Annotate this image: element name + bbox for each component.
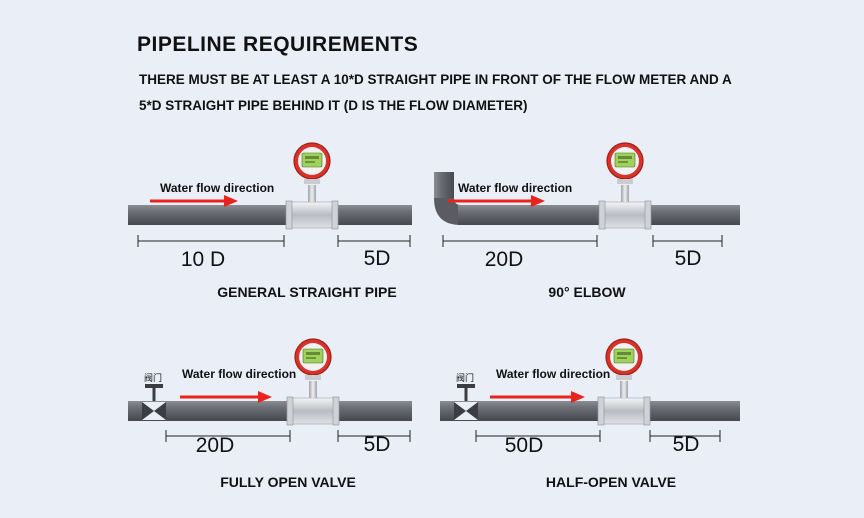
meter-neck xyxy=(304,179,320,184)
upstream-length-label: 20D xyxy=(485,248,524,271)
valve-label: 阀门 xyxy=(456,372,474,383)
caption-fully-open-valve: FULLY OPEN VALVE xyxy=(220,474,356,490)
valve-body-left xyxy=(142,402,154,420)
meter-lcd-digits xyxy=(618,156,632,159)
meter-lcd-digits xyxy=(617,352,631,355)
flow-arrow-head xyxy=(258,391,272,403)
panel-4: 阀门 Water flow direction 50D 5D xyxy=(440,338,740,457)
meter-lcd-digits xyxy=(617,357,627,359)
upstream-length-label: 50D xyxy=(505,434,544,457)
caption-general-straight-pipe: GENERAL STRAIGHT PIPE xyxy=(217,284,397,300)
meter-flange-right xyxy=(331,200,339,230)
meter-flange-right xyxy=(332,396,340,426)
downstream-length-label: 5D xyxy=(364,247,391,270)
meter-flange-right xyxy=(643,396,651,426)
valve-body-right xyxy=(466,402,478,420)
flow-direction-label: Water flow direction xyxy=(458,181,572,195)
meter-lcd xyxy=(613,348,635,364)
pipe xyxy=(128,205,412,225)
meter-body xyxy=(598,201,652,229)
meter-flange-left xyxy=(286,396,294,426)
downstream-length-label: 5D xyxy=(364,433,391,456)
meter-neck xyxy=(617,179,633,184)
pipe xyxy=(440,401,740,421)
meter-lcd-digits xyxy=(618,161,628,163)
valve-stem xyxy=(464,387,468,401)
caption-half-open-valve: HALF-OPEN VALVE xyxy=(545,474,677,490)
flow-arrow-head xyxy=(571,391,585,403)
panel-3: 阀门 Water flow direction 20D 5D xyxy=(128,338,412,457)
description-line-1: THERE MUST BE AT LEAST A 10*D STRAIGHT P… xyxy=(139,72,732,87)
flow-arrow-head xyxy=(531,195,545,207)
flow-direction-label: Water flow direction xyxy=(160,181,274,195)
meter-stem xyxy=(621,185,629,202)
flow-direction-label: Water flow direction xyxy=(182,367,296,381)
valve-handwheel xyxy=(457,384,475,388)
meter-lcd-digits xyxy=(305,156,319,159)
meter-stem xyxy=(308,185,316,202)
meter-lcd-digits xyxy=(305,161,315,163)
valve-body-left xyxy=(454,402,466,420)
page-title: PIPELINE REQUIREMENTS xyxy=(137,33,419,56)
upstream-length-label: 10 D xyxy=(181,248,225,271)
flow-direction-label: Water flow direction xyxy=(496,367,610,381)
meter-flange-left xyxy=(285,200,293,230)
panel-2: Water flow direction 20D 5D xyxy=(434,142,740,271)
caption-90-elbow: 90° ELBOW xyxy=(548,284,626,300)
meter-body xyxy=(597,397,651,425)
panel-1: Water flow direction 10 D 5D xyxy=(128,142,412,271)
meter-lcd xyxy=(614,152,636,168)
elbow-vertical-pipe xyxy=(434,172,454,198)
pipe xyxy=(128,401,412,421)
upstream-length-label: 20D xyxy=(196,434,235,457)
meter-flange-right xyxy=(644,200,652,230)
meter-stem xyxy=(620,381,628,398)
meter-lcd xyxy=(301,152,323,168)
meter-lcd-digits xyxy=(306,352,320,355)
elbow-bend xyxy=(434,198,461,225)
meter-neck xyxy=(616,375,632,380)
valve-body-right xyxy=(154,402,166,420)
valve-stem xyxy=(152,387,156,401)
valve-handwheel xyxy=(145,384,163,388)
meter-body xyxy=(285,201,339,229)
flow-arrow-head xyxy=(224,195,238,207)
meter-flange-left xyxy=(597,396,605,426)
valve-label: 阀门 xyxy=(144,372,162,383)
downstream-length-label: 5D xyxy=(675,247,702,270)
description-line-2: 5*D STRAIGHT PIPE BEHIND IT (D IS THE FL… xyxy=(139,98,528,113)
meter-lcd-digits xyxy=(306,357,316,359)
meter-flange-left xyxy=(598,200,606,230)
meter-neck xyxy=(305,375,321,380)
meter-lcd xyxy=(302,348,324,364)
meter-body xyxy=(286,397,340,425)
meter-stem xyxy=(309,381,317,398)
downstream-length-label: 5D xyxy=(673,433,700,456)
